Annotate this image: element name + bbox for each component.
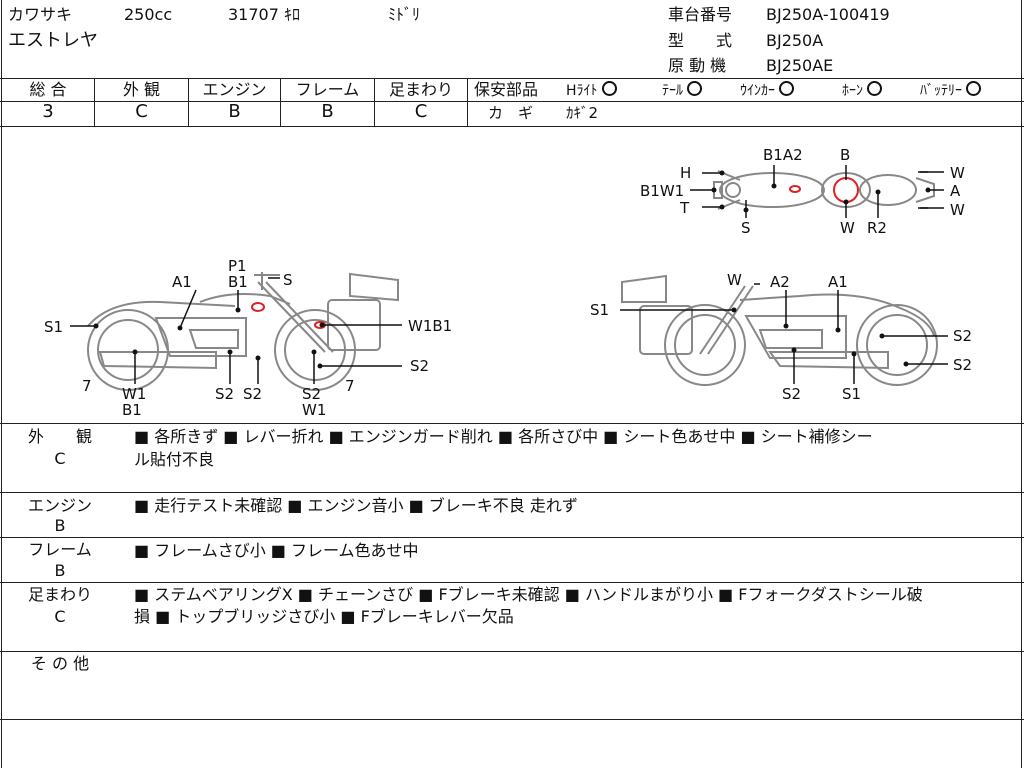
grade-header-suspension: 足まわり [388, 80, 453, 99]
note-category: 足まわり [27, 585, 92, 604]
safety-item-horn: ﾎｰﾝ [842, 81, 882, 100]
safety-item-winker: ｳｲﾝｶｰ [740, 81, 794, 100]
grade-overall: 3 [42, 101, 54, 122]
label-left-s2b: S2 [243, 385, 262, 403]
label-left-s2c: S2 [302, 385, 321, 403]
mileage: 31707 ｷﾛ [228, 5, 300, 24]
frame-no: BJ250A-100419 [766, 5, 890, 24]
left-side-view-outline [87, 272, 399, 391]
ok-circle-icon [966, 81, 981, 96]
note-category: 外 観 [27, 427, 92, 446]
ok-circle-icon [867, 81, 882, 96]
safety-item-label: ﾊﾞｯﾃﾘｰ [920, 83, 962, 99]
key-label: カ ギ [488, 104, 534, 122]
label-left-w1-bottom: W1 [302, 401, 326, 419]
label-right-s2-bottom: S2 [782, 385, 801, 403]
label-left-seven-right: 7 [345, 377, 355, 395]
label-top-b1w1: B1W1 [640, 182, 684, 200]
grade-header-engine: エンジン [202, 80, 267, 99]
type-label: 型 式 [668, 31, 733, 50]
model-name: エストレヤ [8, 30, 98, 51]
label-right-a1: A1 [828, 273, 848, 291]
label-right-s1-bottom: S1 [842, 385, 861, 403]
safety-label: 保安部品 [474, 80, 539, 99]
grade-header-overall: 総 合 [29, 80, 67, 99]
note-line: ■ ステムベアリングX ■ チェーンさび ■ Fブレーキ未確認 ■ ハンドルまが… [134, 585, 923, 604]
safety-item-label: ﾎｰﾝ [842, 83, 863, 99]
right-side-view-outline [621, 274, 938, 386]
note-category: そ の 他 [30, 654, 90, 673]
motorcycle-diagram: B1A2 B H B1W1 T S W R2 W A W P1 B1 S A1 … [44, 146, 972, 419]
label-right-s1: S1 [590, 301, 609, 319]
label-left-seven-left: 7 [82, 377, 92, 395]
grade-frame: B [321, 101, 334, 122]
label-right-w: W [727, 271, 742, 289]
grade-exterior: C [135, 101, 148, 122]
label-top-s: S [741, 219, 751, 237]
safety-item-label: ｳｲﾝｶｰ [740, 83, 775, 99]
label-top-t: T [679, 199, 690, 217]
label-left-a1: A1 [172, 273, 192, 291]
note-category: エンジン [27, 496, 92, 515]
note-line: ■ 走行テスト未確認 ■ エンジン音小 ■ ブレーキ不良 走れず [134, 496, 578, 515]
label-top-b1a2: B1A2 [763, 146, 803, 164]
label-left-w1b1: W1B1 [408, 317, 452, 335]
grade-header-exterior: 外 観 [122, 80, 161, 99]
safety-item-battery: ﾊﾞｯﾃﾘｰ [920, 81, 981, 100]
engine-label: 原 動 機 [668, 56, 727, 75]
damage-marks [251, 177, 859, 329]
label-left-p1: P1 [228, 257, 247, 275]
label-top-w2: W [950, 201, 965, 219]
label-right-s2-mid: S2 [953, 356, 972, 374]
displacement: 250cc [124, 5, 173, 24]
frame-no-label: 車台番号 [668, 5, 733, 24]
label-left-s-top: S [283, 271, 293, 289]
label-left-s2a: S2 [215, 385, 234, 403]
note-grade: C [54, 607, 66, 626]
label-top-w: W [840, 219, 855, 237]
engine: BJ250AE [766, 56, 834, 75]
note-line: ル貼付不良 [134, 450, 215, 469]
safety-item-headlight: Hﾗｲﾄ [566, 81, 617, 100]
grade-suspension: C [414, 101, 428, 122]
note-grade: C [54, 449, 66, 468]
ok-circle-icon [601, 81, 617, 96]
maker: カワサキ [8, 5, 73, 24]
label-left-b1: B1 [228, 273, 248, 291]
ok-circle-icon [779, 81, 794, 96]
note-grade: B [54, 516, 66, 535]
note-grade: B [54, 561, 66, 580]
note-category: フレーム [28, 540, 92, 559]
type: BJ250A [766, 31, 824, 50]
note-line: 損 ■ トップブリッジさび小 ■ Fブレーキレバー欠品 [134, 607, 514, 626]
note-line: ■ フレームさび小 ■ フレーム色あせ中 [134, 541, 419, 560]
label-left-s1: S1 [44, 318, 63, 336]
label-left-w1: W1 [122, 385, 146, 403]
label-top-r2: R2 [867, 219, 887, 237]
label-left-b1-bottom: B1 [122, 401, 142, 419]
top-view-outline [713, 170, 935, 210]
note-line: ■ 各所きず ■ レバー折れ ■ エンジンガード削れ ■ 各所さび中 ■ シート… [134, 427, 873, 446]
key-value: ｶｷﾞ2 [566, 104, 599, 122]
label-top-b: B [840, 146, 850, 164]
grade-header-frame: フレーム [295, 80, 360, 99]
color: ﾐﾄﾞﾘ [388, 5, 421, 24]
label-top-h: H [680, 164, 691, 182]
label-left-s2-right: S2 [410, 357, 429, 375]
label-right-a2: A2 [770, 273, 790, 291]
label-top-a: A [950, 182, 961, 200]
safety-item-tail: ﾃｰﾙ [662, 81, 702, 100]
label-top-w1: W [950, 164, 965, 182]
label-right-s2-top: S2 [953, 327, 972, 345]
ok-circle-icon [687, 81, 702, 96]
safety-item-label: Hﾗｲﾄ [566, 83, 598, 99]
grade-engine: B [228, 101, 241, 122]
safety-item-label: ﾃｰﾙ [662, 83, 683, 99]
